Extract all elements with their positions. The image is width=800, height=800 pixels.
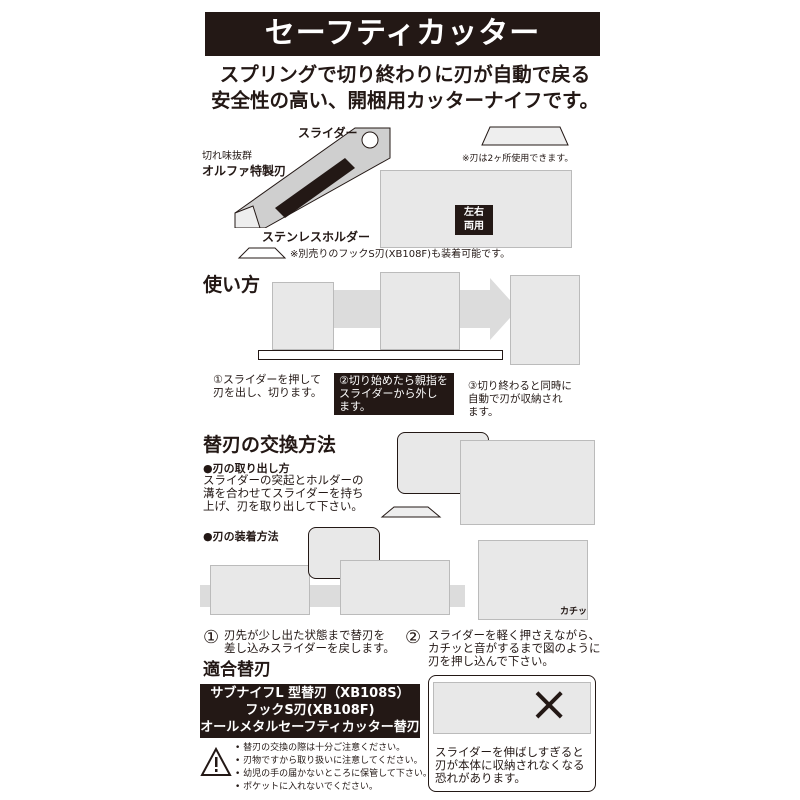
remove-text: スライダーの突起とホルダーの 溝を合わせてスライダーを持ち 上げ、刃を取り出して… [203, 473, 364, 513]
blade-note: ※刃は2ヶ所使用できます。 [462, 154, 574, 164]
install-heading: ●刃の装着方法 [203, 530, 279, 543]
usage-heading: 使い方 [203, 274, 261, 296]
remove-illustration [460, 440, 595, 525]
usage-step-3: ③切り終わると同時に 自動で刃が収納され ます。 [468, 380, 572, 418]
lead-line-2: 安全性の高い、開梱用カッターナイフです。 [210, 89, 600, 112]
page-title: セーフティカッター [205, 12, 600, 56]
blade-icon [481, 126, 569, 146]
install-step1-number: ① [203, 627, 220, 648]
slider-label: スライダー [298, 126, 358, 140]
warning-icon [200, 747, 232, 776]
hook-note: ※別売りのフックS刃(XB108F)も装着可能です。 [290, 249, 511, 260]
usage-step1-illustration [272, 282, 334, 350]
install-step2-illustration [478, 540, 588, 620]
usage-step-2: ②切り始めたら親指を スライダーから外し ます。 [334, 373, 454, 415]
badge-line-2: 両用 [464, 221, 484, 232]
badge-line-1: 左右 [464, 207, 484, 218]
prohibited-mark: × [529, 676, 570, 732]
compat-heading: 適合替刃 [203, 660, 271, 680]
install-step1-text: 刃先が少し出た状態まで替刃を 差し込みスライダーを戻します。 [224, 628, 395, 655]
ambidextrous-badge: 左右両用 [455, 205, 493, 235]
cutting-surface [258, 350, 503, 360]
compat-item: オールメタルセーフティカッター替刃 [200, 720, 420, 735]
compat-item: フックS刃(XB108F) [245, 703, 375, 718]
replace-heading: 替刃の交換方法 [203, 434, 337, 456]
caution-illustration [433, 682, 591, 734]
install-step1a-illustration [210, 565, 310, 615]
warning-list: 替刃の交換の際は十分ご注意ください。 刃物ですから取り扱いに注意してください。 … [235, 742, 432, 794]
warning-item: ポケットに入れないでください。 [235, 781, 432, 794]
holder-label: ステンレスホルダー [262, 230, 371, 244]
remove-heading: ●刃の取り出し方 [203, 462, 290, 475]
usage-step2-illustration [380, 272, 460, 350]
warning-item: 刃物ですから取り扱いに注意してください。 [235, 755, 432, 768]
blade-label-1: 切れ味抜群 [202, 151, 252, 162]
usage-step3-illustration [510, 275, 580, 365]
caution-box: × スライダーを伸ばしすぎると 刃が本体に収納されなくなる 恐れがあります。 [428, 675, 596, 792]
install-step2-text: スライダーを軽く押さえながら、 カチッと音がするまで図のように 刃を押し込んで下… [428, 628, 601, 668]
blade-label-2: オルファ特製刃 [202, 164, 287, 178]
click-label: カチッ [560, 607, 588, 617]
warning-item: 幼児の手の届かないところに保管して下さい。 [235, 768, 432, 781]
caution-text: スライダーを伸ばしすぎると 刃が本体に収納されなくなる 恐れがあります。 [435, 745, 585, 785]
usage-step-1: ①スライダーを押して 刃を出し、切ります。 [213, 373, 322, 399]
hook-blade-icon [237, 247, 287, 259]
warning-item: 替刃の交換の際は十分ご注意ください。 [235, 742, 432, 755]
install-step2-number: ② [405, 627, 422, 648]
removed-blade-icon [380, 506, 442, 518]
compat-blade-list: サブナイフL 型替刃（XB108S） フックS刃(XB108F) オールメタルセ… [200, 684, 420, 738]
cutter-illustration [234, 127, 391, 228]
lead-line-1: スプリングで切り終わりに刃が自動で戻る [219, 63, 591, 86]
install-step1b-illustration [340, 560, 450, 615]
compat-item: サブナイフL 型替刃（XB108S） [210, 686, 410, 701]
